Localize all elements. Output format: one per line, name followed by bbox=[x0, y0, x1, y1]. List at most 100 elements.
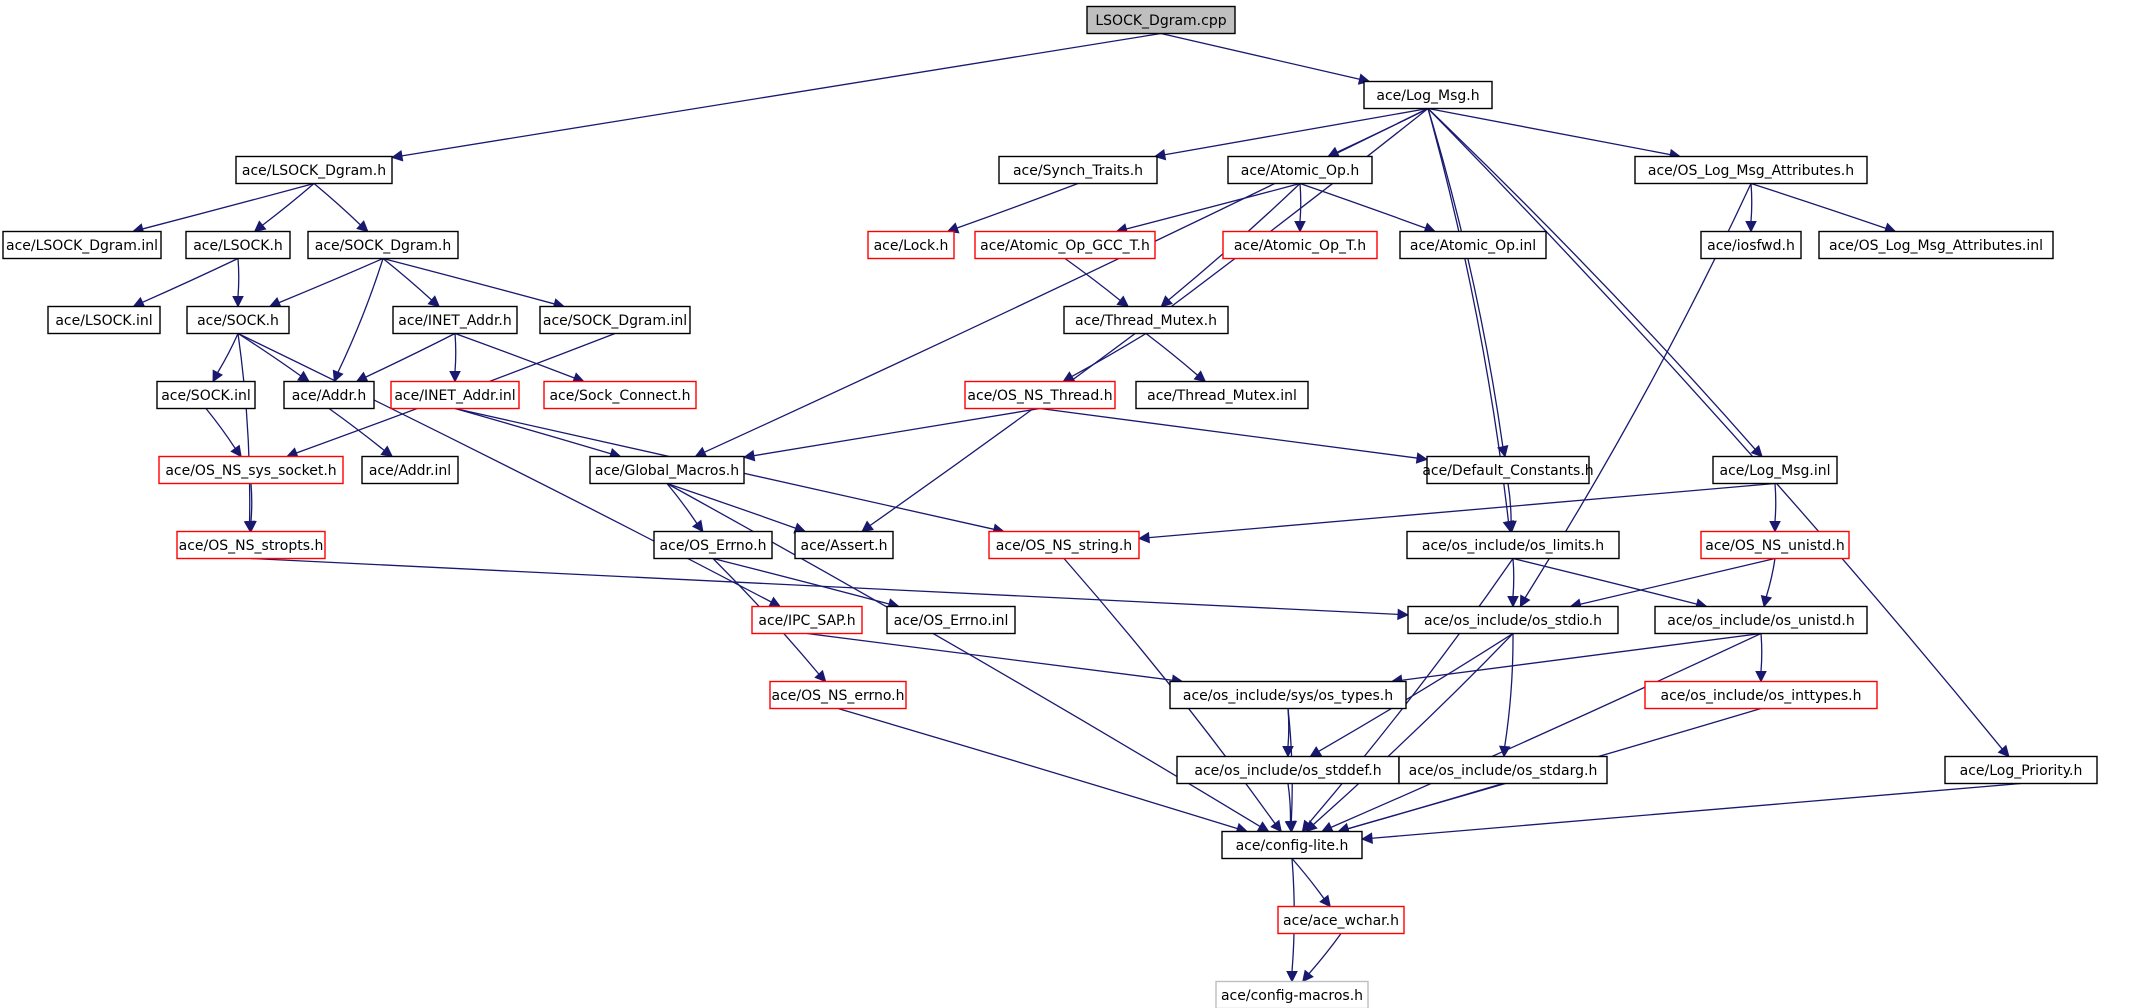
node-os_types_h[interactable]: ace/os_include/sys/os_types.h bbox=[1169, 680, 1407, 710]
node-synch_traits_h[interactable]: ace/Synch_Traits.h bbox=[998, 155, 1158, 185]
node-box[interactable] bbox=[1277, 905, 1405, 935]
node-os_ns_stropts_h[interactable]: ace/OS_NS_stropts.h bbox=[176, 530, 326, 560]
node-os_limits_h[interactable]: ace/os_include/os_limits.h bbox=[1406, 530, 1620, 560]
node-box[interactable] bbox=[653, 530, 773, 560]
node-box[interactable] bbox=[1063, 305, 1229, 335]
node-addr_inl[interactable]: ace/Addr.inl bbox=[361, 455, 459, 485]
node-box[interactable] bbox=[886, 605, 1016, 635]
node-box[interactable] bbox=[1407, 605, 1619, 635]
node-log_msg_inl[interactable]: ace/Log_Msg.inl bbox=[1712, 455, 1838, 485]
node-box[interactable] bbox=[186, 305, 290, 335]
node-box[interactable] bbox=[283, 380, 375, 410]
node-box[interactable] bbox=[589, 455, 745, 485]
node-sock_connect_h[interactable]: ace/Sock_Connect.h bbox=[543, 380, 697, 410]
node-box[interactable] bbox=[1712, 455, 1838, 485]
node-thread_mutex_inl[interactable]: ace/Thread_Mutex.inl bbox=[1135, 380, 1309, 410]
node-box[interactable] bbox=[1399, 230, 1547, 260]
node-box[interactable] bbox=[1176, 755, 1400, 785]
node-default_constants_h[interactable]: ace/Default_Constants.h bbox=[1422, 455, 1594, 485]
node-global_macros_h[interactable]: ace/Global_Macros.h bbox=[589, 455, 745, 485]
node-os_stddef_h[interactable]: ace/os_include/os_stddef.h bbox=[1176, 755, 1400, 785]
node-log_priority_h[interactable]: ace/Log_Priority.h bbox=[1944, 755, 2098, 785]
node-box[interactable] bbox=[1700, 530, 1850, 560]
node-ace_wchar_h[interactable]: ace/ace_wchar.h bbox=[1277, 905, 1405, 935]
node-os_ns_string_h[interactable]: ace/OS_NS_string.h bbox=[988, 530, 1140, 560]
node-os_errno_h[interactable]: ace/OS_Errno.h bbox=[653, 530, 773, 560]
node-box[interactable] bbox=[964, 380, 1116, 410]
node-lock_h[interactable]: ace/Lock.h bbox=[867, 230, 955, 260]
node-box[interactable] bbox=[539, 305, 691, 335]
node-os_ns_thread_h[interactable]: ace/OS_NS_Thread.h bbox=[964, 380, 1116, 410]
node-box[interactable] bbox=[998, 155, 1158, 185]
node-box[interactable] bbox=[794, 530, 894, 560]
node-atomic_op_h[interactable]: ace/Atomic_Op.h bbox=[1227, 155, 1373, 185]
node-box[interactable] bbox=[769, 680, 907, 710]
node-os_inttypes_h[interactable]: ace/os_include/os_inttypes.h bbox=[1644, 680, 1878, 710]
node-os_log_msg_attributes_h[interactable]: ace/OS_Log_Msg_Attributes.h bbox=[1634, 155, 1868, 185]
node-box[interactable] bbox=[1221, 830, 1363, 860]
node-lsock_dgram_inl[interactable]: ace/LSOCK_Dgram.inl bbox=[2, 230, 162, 260]
node-box[interactable] bbox=[1398, 755, 1608, 785]
node-box[interactable] bbox=[156, 380, 256, 410]
node-box[interactable] bbox=[1222, 230, 1378, 260]
node-os_ns_unistd_h[interactable]: ace/OS_NS_unistd.h bbox=[1700, 530, 1850, 560]
node-box[interactable] bbox=[751, 605, 863, 635]
node-atomic_op_gcc_t_h[interactable]: ace/Atomic_Op_GCC_T.h bbox=[974, 230, 1156, 260]
node-lsock_h[interactable]: ace/LSOCK.h bbox=[185, 230, 291, 260]
node-box[interactable] bbox=[1818, 230, 2054, 260]
node-assert_h[interactable]: ace/Assert.h bbox=[794, 530, 894, 560]
node-atomic_op_inl[interactable]: ace/Atomic_Op.inl bbox=[1399, 230, 1547, 260]
node-box[interactable] bbox=[1634, 155, 1868, 185]
node-box[interactable] bbox=[1944, 755, 2098, 785]
node-box[interactable] bbox=[158, 455, 344, 485]
node-os_ns_sys_socket_h[interactable]: ace/OS_NS_sys_socket.h bbox=[158, 455, 344, 485]
node-box[interactable] bbox=[185, 230, 291, 260]
node-box[interactable] bbox=[47, 305, 161, 335]
node-box[interactable] bbox=[1215, 980, 1369, 1008]
node-sock_dgram_inl[interactable]: ace/SOCK_Dgram.inl bbox=[539, 305, 691, 335]
node-sock_h[interactable]: ace/SOCK.h bbox=[186, 305, 290, 335]
node-iosfwd_h[interactable]: ace/iosfwd.h bbox=[1700, 230, 1802, 260]
node-box[interactable] bbox=[1135, 380, 1309, 410]
node-box[interactable] bbox=[390, 380, 520, 410]
node-os_errno_inl[interactable]: ace/OS_Errno.inl bbox=[886, 605, 1016, 635]
node-os_unistd_h[interactable]: ace/os_include/os_unistd.h bbox=[1654, 605, 1868, 635]
node-box[interactable] bbox=[1406, 530, 1620, 560]
node-box[interactable] bbox=[235, 155, 393, 185]
node-box[interactable] bbox=[867, 230, 955, 260]
node-lsock_dgram_h[interactable]: ace/LSOCK_Dgram.h bbox=[235, 155, 393, 185]
node-box[interactable] bbox=[1086, 5, 1236, 35]
node-box[interactable] bbox=[2, 230, 162, 260]
node-box[interactable] bbox=[974, 230, 1156, 260]
node-box[interactable] bbox=[988, 530, 1140, 560]
node-thread_mutex_h[interactable]: ace/Thread_Mutex.h bbox=[1063, 305, 1229, 335]
node-box[interactable] bbox=[1227, 155, 1373, 185]
node-box[interactable] bbox=[1700, 230, 1802, 260]
node-config_macros_h[interactable]: ace/config-macros.h bbox=[1215, 980, 1369, 1008]
node-config_lite_h[interactable]: ace/config-lite.h bbox=[1221, 830, 1363, 860]
node-atomic_op_t_h[interactable]: ace/Atomic_Op_T.h bbox=[1222, 230, 1378, 260]
node-sock_dgram_h[interactable]: ace/SOCK_Dgram.h bbox=[307, 230, 459, 260]
node-box[interactable] bbox=[1363, 80, 1493, 110]
node-os_stdio_h[interactable]: ace/os_include/os_stdio.h bbox=[1407, 605, 1619, 635]
node-box[interactable] bbox=[1644, 680, 1878, 710]
node-inet_addr_inl[interactable]: ace/INET_Addr.inl bbox=[390, 380, 520, 410]
node-addr_h[interactable]: ace/Addr.h bbox=[283, 380, 375, 410]
node-sock_inl[interactable]: ace/SOCK.inl bbox=[156, 380, 256, 410]
node-box[interactable] bbox=[307, 230, 459, 260]
node-box[interactable] bbox=[1654, 605, 1868, 635]
node-log_msg_h[interactable]: ace/Log_Msg.h bbox=[1363, 80, 1493, 110]
node-inet_addr_h[interactable]: ace/INET_Addr.h bbox=[392, 305, 518, 335]
node-os_log_msg_attributes_inl[interactable]: ace/OS_Log_Msg_Attributes.inl bbox=[1818, 230, 2054, 260]
node-os_ns_errno_h[interactable]: ace/OS_NS_errno.h bbox=[769, 680, 907, 710]
node-box[interactable] bbox=[392, 305, 518, 335]
node-box[interactable] bbox=[1169, 680, 1407, 710]
node-lsock_dgram_cpp[interactable]: LSOCK_Dgram.cpp bbox=[1086, 5, 1236, 35]
node-os_stdarg_h[interactable]: ace/os_include/os_stdarg.h bbox=[1398, 755, 1608, 785]
node-box[interactable] bbox=[361, 455, 459, 485]
node-lsock_inl[interactable]: ace/LSOCK.inl bbox=[47, 305, 161, 335]
node-ipc_sap_h[interactable]: ace/IPC_SAP.h bbox=[751, 605, 863, 635]
node-box[interactable] bbox=[1426, 455, 1590, 485]
node-box[interactable] bbox=[176, 530, 326, 560]
node-box[interactable] bbox=[543, 380, 697, 410]
